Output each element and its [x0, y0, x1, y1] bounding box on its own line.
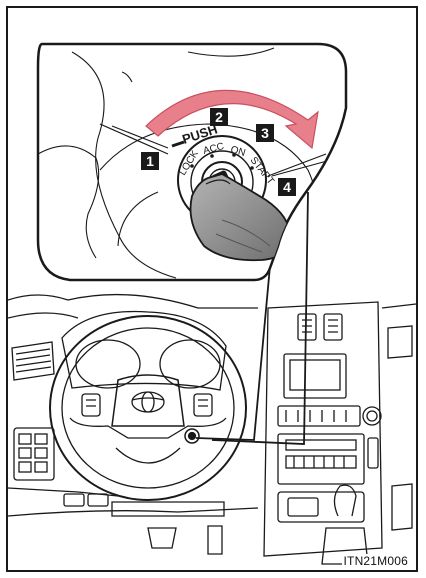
left-switch-panel	[14, 428, 54, 480]
left-air-vent	[12, 342, 54, 380]
figure-code: ITN21M006	[342, 554, 411, 568]
callout-1: 1	[141, 152, 159, 170]
toyota-logo	[132, 392, 164, 412]
callout-3: 3	[256, 124, 274, 142]
center-console	[264, 302, 382, 564]
callout-2-label: 2	[215, 109, 223, 125]
dash-ignition-switch	[185, 429, 199, 443]
callout-3-label: 3	[261, 125, 269, 141]
callout-1-label: 1	[146, 153, 154, 169]
callout-pointer-left	[196, 266, 270, 440]
callout-bubble: LOCK ACC ON START PUSH	[38, 44, 346, 444]
callout-4: 4	[278, 178, 296, 196]
callout-2: 2	[210, 108, 228, 126]
steering-wheel	[50, 316, 246, 500]
dashboard-illustration	[8, 295, 416, 564]
diagram-canvas: LOCK ACC ON START PUSH	[8, 8, 416, 570]
callout-4-label: 4	[283, 179, 291, 195]
diagram-frame: LOCK ACC ON START PUSH	[6, 6, 418, 572]
